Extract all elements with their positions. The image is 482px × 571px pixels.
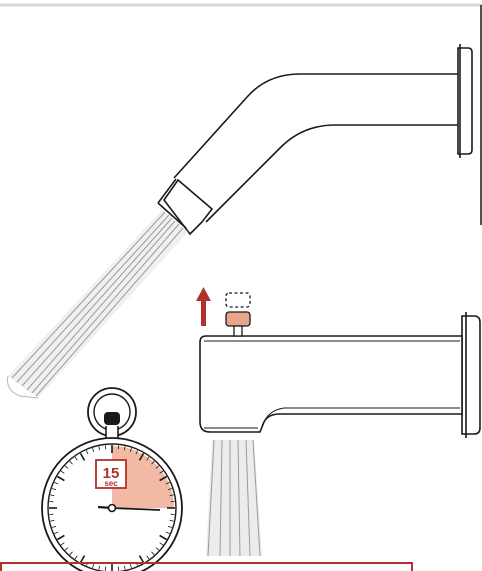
timer-elapsed-wedge: [112, 446, 174, 508]
timer-tick: [79, 453, 86, 461]
timer-tick: [50, 519, 55, 522]
timer-tick: [92, 447, 95, 453]
timer-tick: [92, 563, 95, 569]
timer-tick: [155, 465, 160, 469]
shower-spray: [7, 210, 188, 399]
timer-tick: [74, 555, 78, 560]
shower-head: [157, 178, 214, 236]
diverter-knob: [225, 292, 251, 337]
timer-tick: [54, 482, 59, 485]
timer-tick: [138, 453, 145, 461]
timer-tick: [159, 534, 167, 541]
timer-pivot: [107, 503, 117, 513]
arrow-up-icon: [196, 287, 211, 326]
timer-unit: sec: [104, 479, 118, 488]
timer-tick: [165, 531, 170, 534]
timer-tick: [50, 494, 55, 497]
timer-tick: [146, 456, 150, 461]
timer-tick: [98, 446, 101, 451]
timer-value: 15: [103, 465, 120, 482]
timer-tick: [57, 534, 65, 541]
stopwatch-icon: 15 sec: [41, 387, 183, 571]
timer-tick: [51, 525, 57, 528]
timer-tick: [54, 531, 59, 534]
timer-tick: [69, 551, 73, 556]
timer-label-box: [95, 459, 127, 489]
timer-tick: [167, 525, 173, 528]
timer-tick: [64, 465, 69, 469]
timer-tick: [60, 542, 65, 546]
tub-spout-water: [206, 439, 262, 557]
timer-tick: [123, 446, 126, 451]
timer-tick: [79, 555, 86, 563]
timer-tick: [129, 563, 132, 569]
timer-tick: [151, 460, 155, 465]
timer-tick: [51, 488, 57, 491]
callout-frame: [0, 562, 413, 571]
timer-tick: [167, 488, 173, 491]
timer-tick: [135, 450, 138, 455]
timer-tick: [98, 565, 101, 570]
timer-tick: [159, 542, 164, 546]
timer-tick: [64, 547, 69, 551]
tub-spout: [199, 312, 481, 438]
timer-ticks: [49, 445, 175, 571]
timer-tick: [74, 456, 78, 461]
timer-tick: [60, 470, 65, 474]
timer-tick: [69, 460, 73, 465]
timer-tick: [86, 450, 89, 455]
timer-tick: [146, 555, 150, 560]
shower-arm: [173, 44, 473, 223]
timer-tick: [159, 475, 167, 482]
timer-tick: [165, 482, 170, 485]
timer-hand: [111, 507, 161, 511]
timer-tick: [155, 547, 160, 551]
timer-tick: [123, 565, 126, 570]
timer-tick: [138, 555, 145, 563]
timer-tick: [169, 519, 174, 522]
timer-tick: [57, 475, 65, 482]
timer-tick: [129, 447, 132, 453]
timer-tick: [159, 470, 164, 474]
timer-tick: [151, 551, 155, 556]
timer-tick: [169, 494, 174, 497]
